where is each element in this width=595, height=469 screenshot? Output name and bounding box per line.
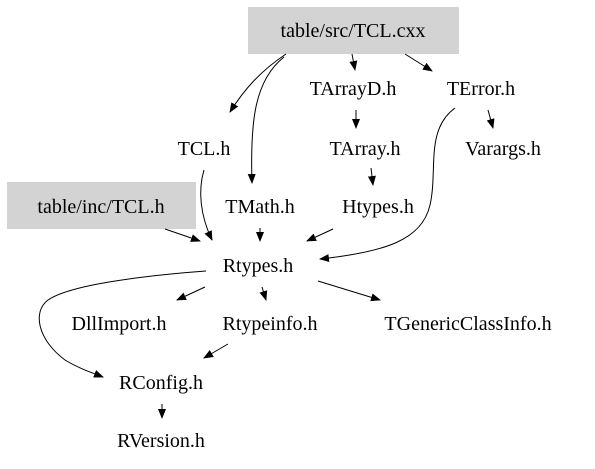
node-tmath-h[interactable]: TMath.h	[225, 196, 294, 218]
node-htypes-h[interactable]: Htypes.h	[342, 196, 414, 218]
edge-inc-to-rtypes	[164, 228, 201, 242]
node-tarrayd-h[interactable]: TArrayD.h	[310, 78, 397, 100]
node-tgenericclassinfo-h[interactable]: TGenericClassInfo.h	[384, 313, 551, 335]
node-rtypes-h[interactable]: Rtypes.h	[223, 255, 294, 277]
node-box-src-tcl-cxx	[248, 7, 459, 54]
node-tcl-h[interactable]: TCL.h	[178, 138, 231, 160]
node-src-tcl-cxx[interactable]: table/src/TCL.cxx	[281, 20, 426, 42]
node-inc-tcl-h[interactable]: table/inc/TCL.h	[37, 196, 164, 218]
node-terror-h[interactable]: TError.h	[447, 78, 515, 100]
edge-src-to-tarrayd	[349, 53, 358, 71]
edge-src-to-terror	[404, 53, 433, 72]
edge-rtypes-to-rconfig	[38, 270, 207, 378]
node-dllimport-h[interactable]: DllImport.h	[72, 313, 167, 335]
node-rtypeinfo-h[interactable]: Rtypeinfo.h	[223, 313, 318, 335]
node-tarray-h[interactable]: TArray.h	[330, 138, 401, 160]
edge-src-to-tcl	[229, 53, 287, 113]
edge-src-to-tmath	[247, 56, 285, 184]
node-rversion-h[interactable]: RVersion.h	[117, 430, 205, 452]
edge-tcl-to-rtypes	[200, 169, 213, 241]
node-varargs-h[interactable]: Varargs.h	[465, 138, 541, 160]
edge-rtypes-to-tgenericclassinfo	[317, 280, 381, 302]
edge-rtypes-to-rtypeinfo	[259, 286, 268, 301]
node-box-inc-tcl-h	[7, 182, 196, 229]
edge-terror-to-rtypes	[319, 107, 456, 263]
edge-tarray-to-htypes	[367, 167, 376, 186]
edge-rtypes-to-dllimport	[176, 286, 206, 301]
edge-htypes-to-rtypes	[306, 228, 334, 242]
edge-rtypeinfo-to-rconfig	[203, 343, 229, 359]
node-rconfig-h[interactable]: RConfig.h	[119, 372, 203, 394]
edge-terror-to-varargs	[486, 109, 495, 129]
